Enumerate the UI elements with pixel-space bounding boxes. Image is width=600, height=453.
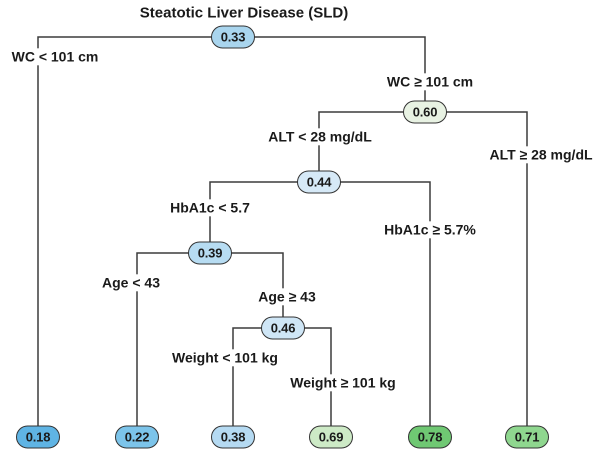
tree-node-root: 0.33 (211, 25, 255, 49)
branch-label-weight-ge: Weight ≥ 101 kg (287, 374, 399, 392)
branch-label-wc-ge: WC ≥ 101 cm (383, 73, 477, 91)
page-title: Steatotic Liver Disease (SLD) (139, 4, 349, 22)
tree-node-wc-ge: 0.60 (403, 100, 447, 124)
branch-label-alt-ge: ALT ≥ 28 mg/dL (486, 146, 596, 164)
connector-wcge-left (318, 111, 404, 171)
connector-wcge-right (446, 111, 528, 426)
connector-agege-left (232, 327, 262, 426)
connector-agege-right (304, 327, 332, 426)
connector-hba1c-left (136, 252, 189, 426)
tree-leaf-age-lt: 0.22 (115, 425, 159, 449)
branch-label-age-lt: Age < 43 (99, 274, 163, 292)
tree-leaf-weight-ge: 0.69 (309, 425, 353, 449)
branch-label-age-ge: Age ≥ 43 (255, 288, 319, 306)
tree-leaf-alt-ge: 0.71 (505, 425, 549, 449)
connector-root-right (254, 36, 426, 101)
connector-altlt-right (340, 181, 431, 426)
tree-node-age-ge: 0.46 (261, 316, 305, 340)
tree-leaf-hba1c-ge: 0.78 (408, 425, 452, 449)
branch-label-weight-lt: Weight < 101 kg (169, 349, 281, 367)
branch-label-wc-lt: WC < 101 cm (8, 48, 102, 66)
branch-label-hba1c-lt: HbA1c < 5.7 (167, 199, 253, 217)
connector-altlt-left (209, 181, 298, 242)
tree-leaf-weight-lt: 0.38 (211, 425, 255, 449)
connector-hba1c-right (231, 252, 284, 317)
connector-root-left (37, 36, 212, 426)
branch-label-hba1c-ge: HbA1c ≥ 5.7% (381, 221, 479, 239)
tree-node-hba1c-lt: 0.39 (188, 241, 232, 265)
tree-node-alt-lt: 0.44 (297, 170, 341, 194)
tree-leaf-wc-lt: 0.18 (16, 425, 60, 449)
branch-label-alt-lt: ALT < 28 mg/dL (265, 128, 375, 146)
